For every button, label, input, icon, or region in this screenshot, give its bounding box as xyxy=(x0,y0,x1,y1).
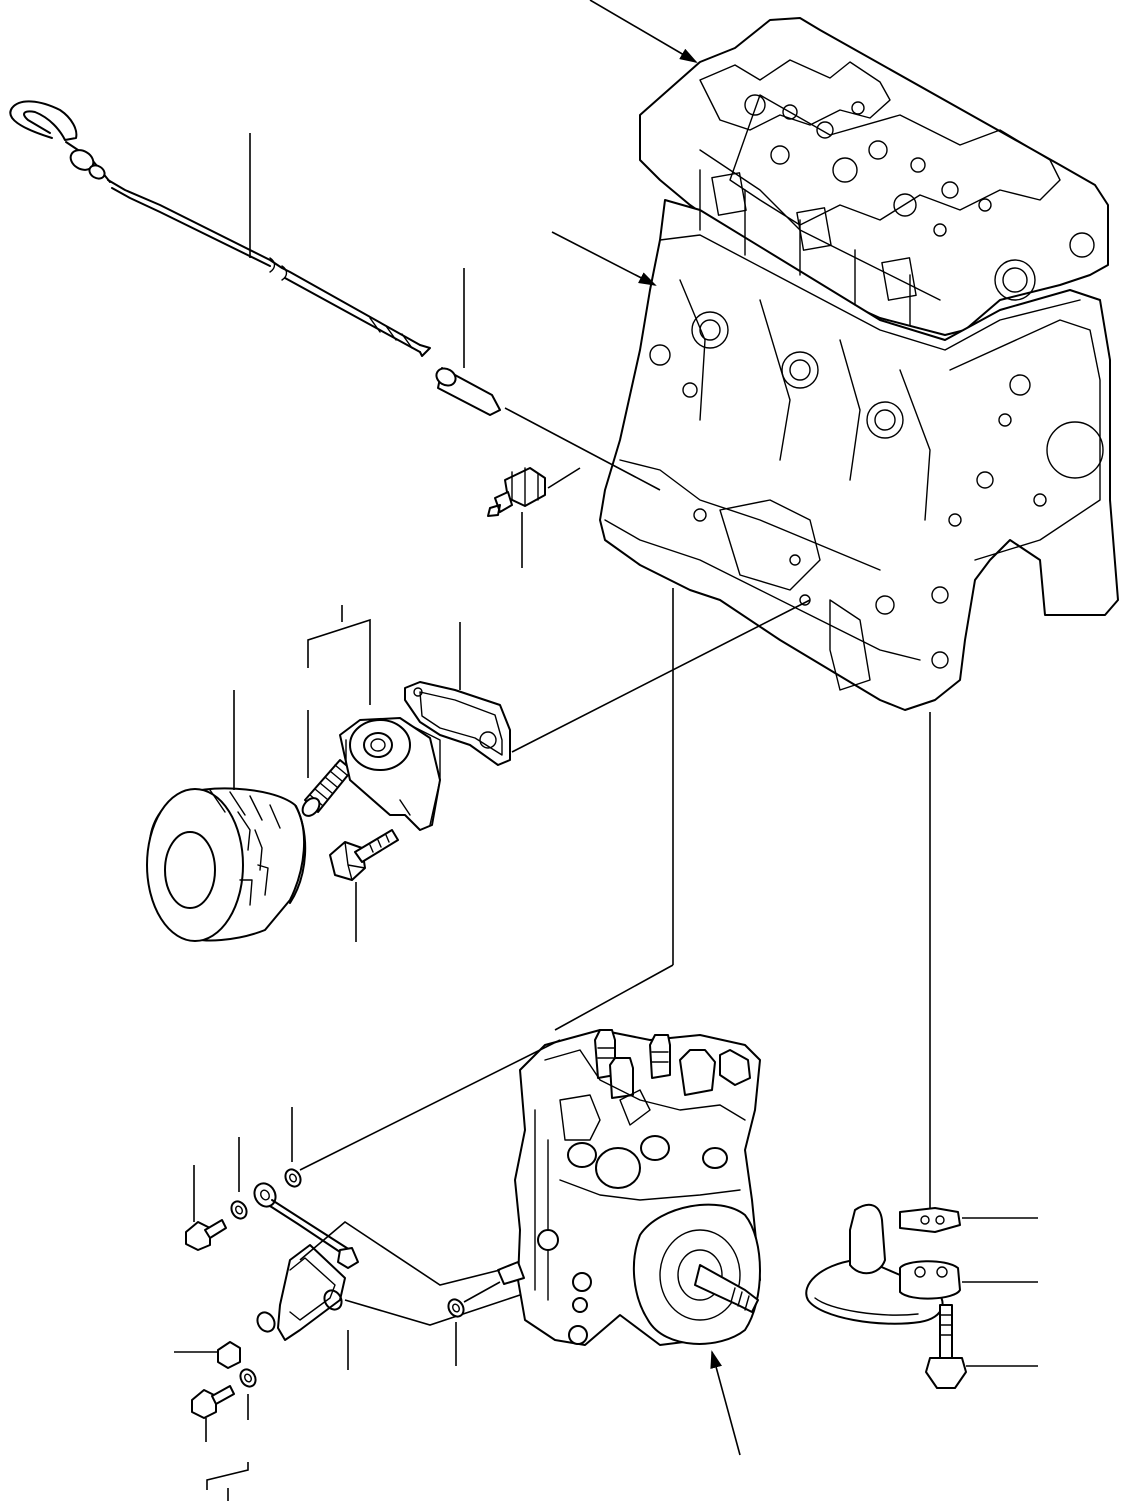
leader-line xyxy=(344,1294,521,1326)
leader-line xyxy=(511,599,811,753)
bracket-bolt xyxy=(329,829,399,881)
bracket-gasket xyxy=(404,681,511,766)
dipstick-guide-tube xyxy=(435,367,501,416)
strainer-spacer xyxy=(899,1260,961,1300)
banjo-bolt xyxy=(217,1341,241,1369)
leader-line xyxy=(547,467,581,489)
sealing-washer xyxy=(230,1200,248,1220)
sealing-washer xyxy=(447,1298,465,1318)
cylinder-block xyxy=(599,17,1119,711)
strainer-gasket xyxy=(899,1207,961,1233)
block-pointer-arrow xyxy=(551,231,657,286)
oil-pipe xyxy=(253,1182,359,1341)
banjo-bolt xyxy=(185,1219,227,1251)
leader-line xyxy=(463,1281,501,1303)
leader-line xyxy=(299,1039,561,1171)
leader-line xyxy=(206,1462,249,1490)
leader-line xyxy=(299,1221,501,1286)
sealing-washer xyxy=(284,1168,302,1188)
fuel-injection-pump xyxy=(497,1029,761,1346)
oil-filter-cartridge xyxy=(146,787,307,942)
banjo-bolt xyxy=(191,1385,235,1419)
sealing-washer xyxy=(239,1368,257,1388)
oil-filter-bracket xyxy=(339,717,441,831)
oil-dipstick xyxy=(9,100,431,357)
strainer-bolt xyxy=(925,1304,967,1389)
leader-line xyxy=(554,964,674,1031)
pump-pointer-arrow xyxy=(710,1350,741,1456)
leader-line xyxy=(504,407,661,491)
relief-spring xyxy=(301,759,353,817)
oil-strainer xyxy=(805,1203,944,1325)
oil-pressure-switch xyxy=(487,467,546,517)
leader-line xyxy=(307,618,371,705)
head-pointer-arrow xyxy=(589,0,698,64)
